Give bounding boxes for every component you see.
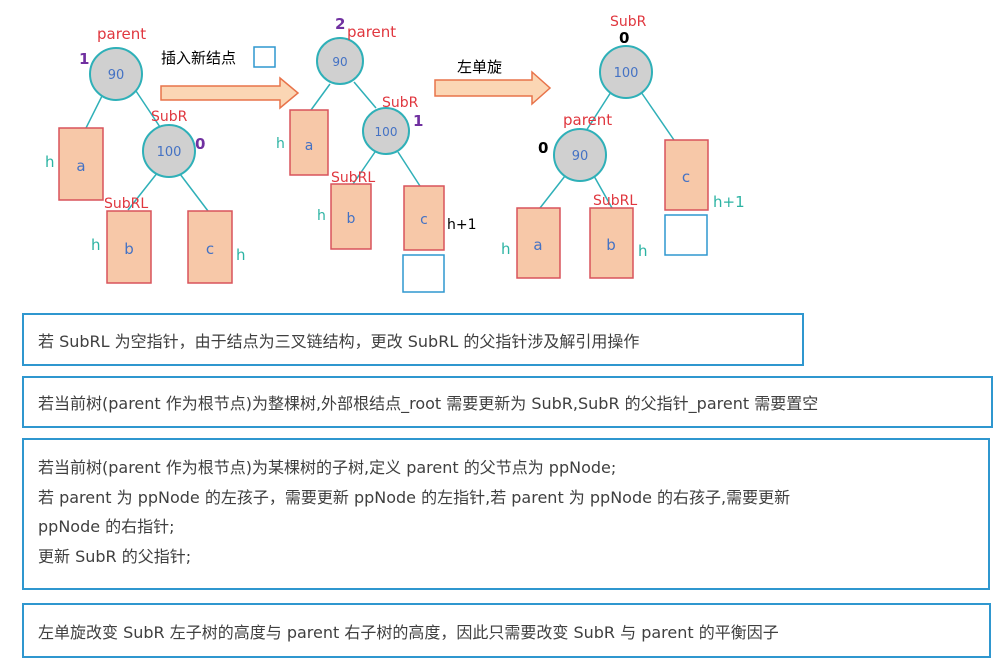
subr-node-value: 100 xyxy=(614,66,639,81)
subr-label: SubR xyxy=(610,14,647,30)
subrl-label: SubRL xyxy=(593,193,637,209)
subtree-b-label: b xyxy=(347,211,356,227)
subr-label: SubR xyxy=(382,95,419,111)
edge-subr-c xyxy=(397,151,421,187)
subtree-a-label: a xyxy=(76,157,85,175)
arrow-right-icon xyxy=(434,70,552,106)
subtree-b xyxy=(589,207,634,279)
subtree-c xyxy=(403,185,445,251)
subr-node xyxy=(142,124,196,178)
middle-tree: 90 2 parent 100 SubR 1 a h SubRL b h c h… xyxy=(276,15,477,293)
edge-subr-b xyxy=(127,171,159,211)
rotate-arrow-label: 左单旋 xyxy=(457,58,502,76)
subtree-a-label: a xyxy=(533,236,542,254)
subtree-a xyxy=(289,109,329,176)
after-tree: 100 SubR 0 90 parent 0 a h SubRL b h c h… xyxy=(501,14,745,279)
subtree-c xyxy=(664,139,709,211)
height-c: h+1 xyxy=(447,217,477,233)
edge-parent-a xyxy=(85,91,105,129)
before-tree: 90 parent 1 100 SubR 0 a h SubRL b h c h xyxy=(45,25,246,284)
edge-parent-subr xyxy=(353,81,377,109)
parent-balance: 0 xyxy=(538,139,548,157)
height-c: h xyxy=(236,246,246,264)
note-text-line-1: 若当前树(parent 作为根节点)为某棵树的子树,定义 parent 的父节点… xyxy=(38,458,617,477)
height-a: h xyxy=(501,240,511,258)
subrl-label: SubRL xyxy=(104,196,148,212)
edge-parent-b xyxy=(593,175,613,209)
note-text: 若当前树(parent 作为根节点)为整棵树,外部根结点_root 需要更新为 … xyxy=(38,394,819,413)
parent-node-value: 90 xyxy=(572,149,589,164)
subtree-a xyxy=(58,127,104,201)
subtree-c-label: c xyxy=(420,212,428,228)
note-text-line-3: ppNode 的右指针; xyxy=(38,517,175,536)
parent-node xyxy=(316,37,364,85)
height-a: h xyxy=(45,153,55,171)
parent-node-value: 90 xyxy=(332,55,347,69)
parent-balance: 1 xyxy=(79,50,89,68)
new-node-icon xyxy=(253,46,276,68)
subtree-c-label: c xyxy=(206,240,214,258)
edge-parent-a xyxy=(539,175,566,209)
subtree-b-label: b xyxy=(124,240,134,258)
subtree-b xyxy=(330,183,372,250)
new-node-box xyxy=(664,214,708,256)
rotate-arrow: 左单旋 xyxy=(434,58,552,106)
subtree-c-label: c xyxy=(682,168,690,186)
note-box-subtree: 若当前树(parent 作为根节点)为某棵树的子树,定义 parent 的父节点… xyxy=(22,438,990,590)
subr-balance: 0 xyxy=(195,135,205,153)
height-b: h xyxy=(638,242,648,260)
subr-node-value: 100 xyxy=(375,125,398,139)
note-box-whole-tree: 若当前树(parent 作为根节点)为整棵树,外部根结点_root 需要更新为 … xyxy=(22,376,993,428)
note-box-balance-factor: 左单旋改变 SubR 左子树的高度与 parent 右子树的高度，因此只需要改变… xyxy=(22,603,991,658)
height-a: h xyxy=(276,136,285,152)
subr-node-value: 100 xyxy=(157,145,182,160)
avl-left-rotation-diagram: 90 parent 1 100 SubR 0 a h SubRL b h c h… xyxy=(45,14,745,293)
parent-label: parent xyxy=(563,111,612,129)
note-text-line-2: 若 parent 为 ppNode 的左孩子，需要更新 ppNode 的左指针,… xyxy=(38,488,791,507)
subtree-b xyxy=(106,210,152,284)
parent-balance: 2 xyxy=(335,15,345,33)
edge-subr-b xyxy=(352,151,376,185)
subtree-a xyxy=(516,207,561,279)
arrow-right-icon xyxy=(160,76,300,110)
subrl-label: SubRL xyxy=(331,170,375,186)
edge-subr-c xyxy=(179,173,209,212)
edge-subr-c xyxy=(640,91,675,141)
parent-label: parent xyxy=(97,25,146,43)
parent-label: parent xyxy=(347,23,396,41)
parent-node xyxy=(553,128,607,182)
subtree-b-label: b xyxy=(606,236,616,254)
subr-node xyxy=(362,107,410,155)
note-text: 若 SubRL 为空指针，由于结点为三叉链结构，更改 SubRL 的父指针涉及解… xyxy=(38,332,640,351)
height-c: h+1 xyxy=(713,193,745,211)
note-box-subrl-null: 若 SubRL 为空指针，由于结点为三叉链结构，更改 SubRL 的父指针涉及解… xyxy=(22,313,804,366)
subr-label: SubR xyxy=(151,109,188,125)
subr-balance: 0 xyxy=(619,29,629,47)
edge-parent-subr xyxy=(133,87,163,131)
note-text: 左单旋改变 SubR 左子树的高度与 parent 右子树的高度，因此只需要改变… xyxy=(38,623,779,642)
subr-node xyxy=(599,45,653,99)
parent-node xyxy=(89,47,143,101)
subtree-a-label: a xyxy=(305,138,314,154)
insert-arrow: 插入新结点 xyxy=(160,46,300,110)
subtree-c xyxy=(187,210,233,284)
height-b: h xyxy=(317,208,326,224)
note-text-line-4: 更新 SubR 的父指针; xyxy=(38,547,192,566)
edge-parent-a xyxy=(310,83,331,111)
height-b: h xyxy=(91,236,101,254)
subr-balance: 1 xyxy=(413,112,423,130)
edge-subr-parent xyxy=(585,91,612,132)
insert-arrow-label: 插入新结点 xyxy=(161,49,236,67)
parent-node-value: 90 xyxy=(108,68,125,83)
new-node-box xyxy=(402,254,445,293)
